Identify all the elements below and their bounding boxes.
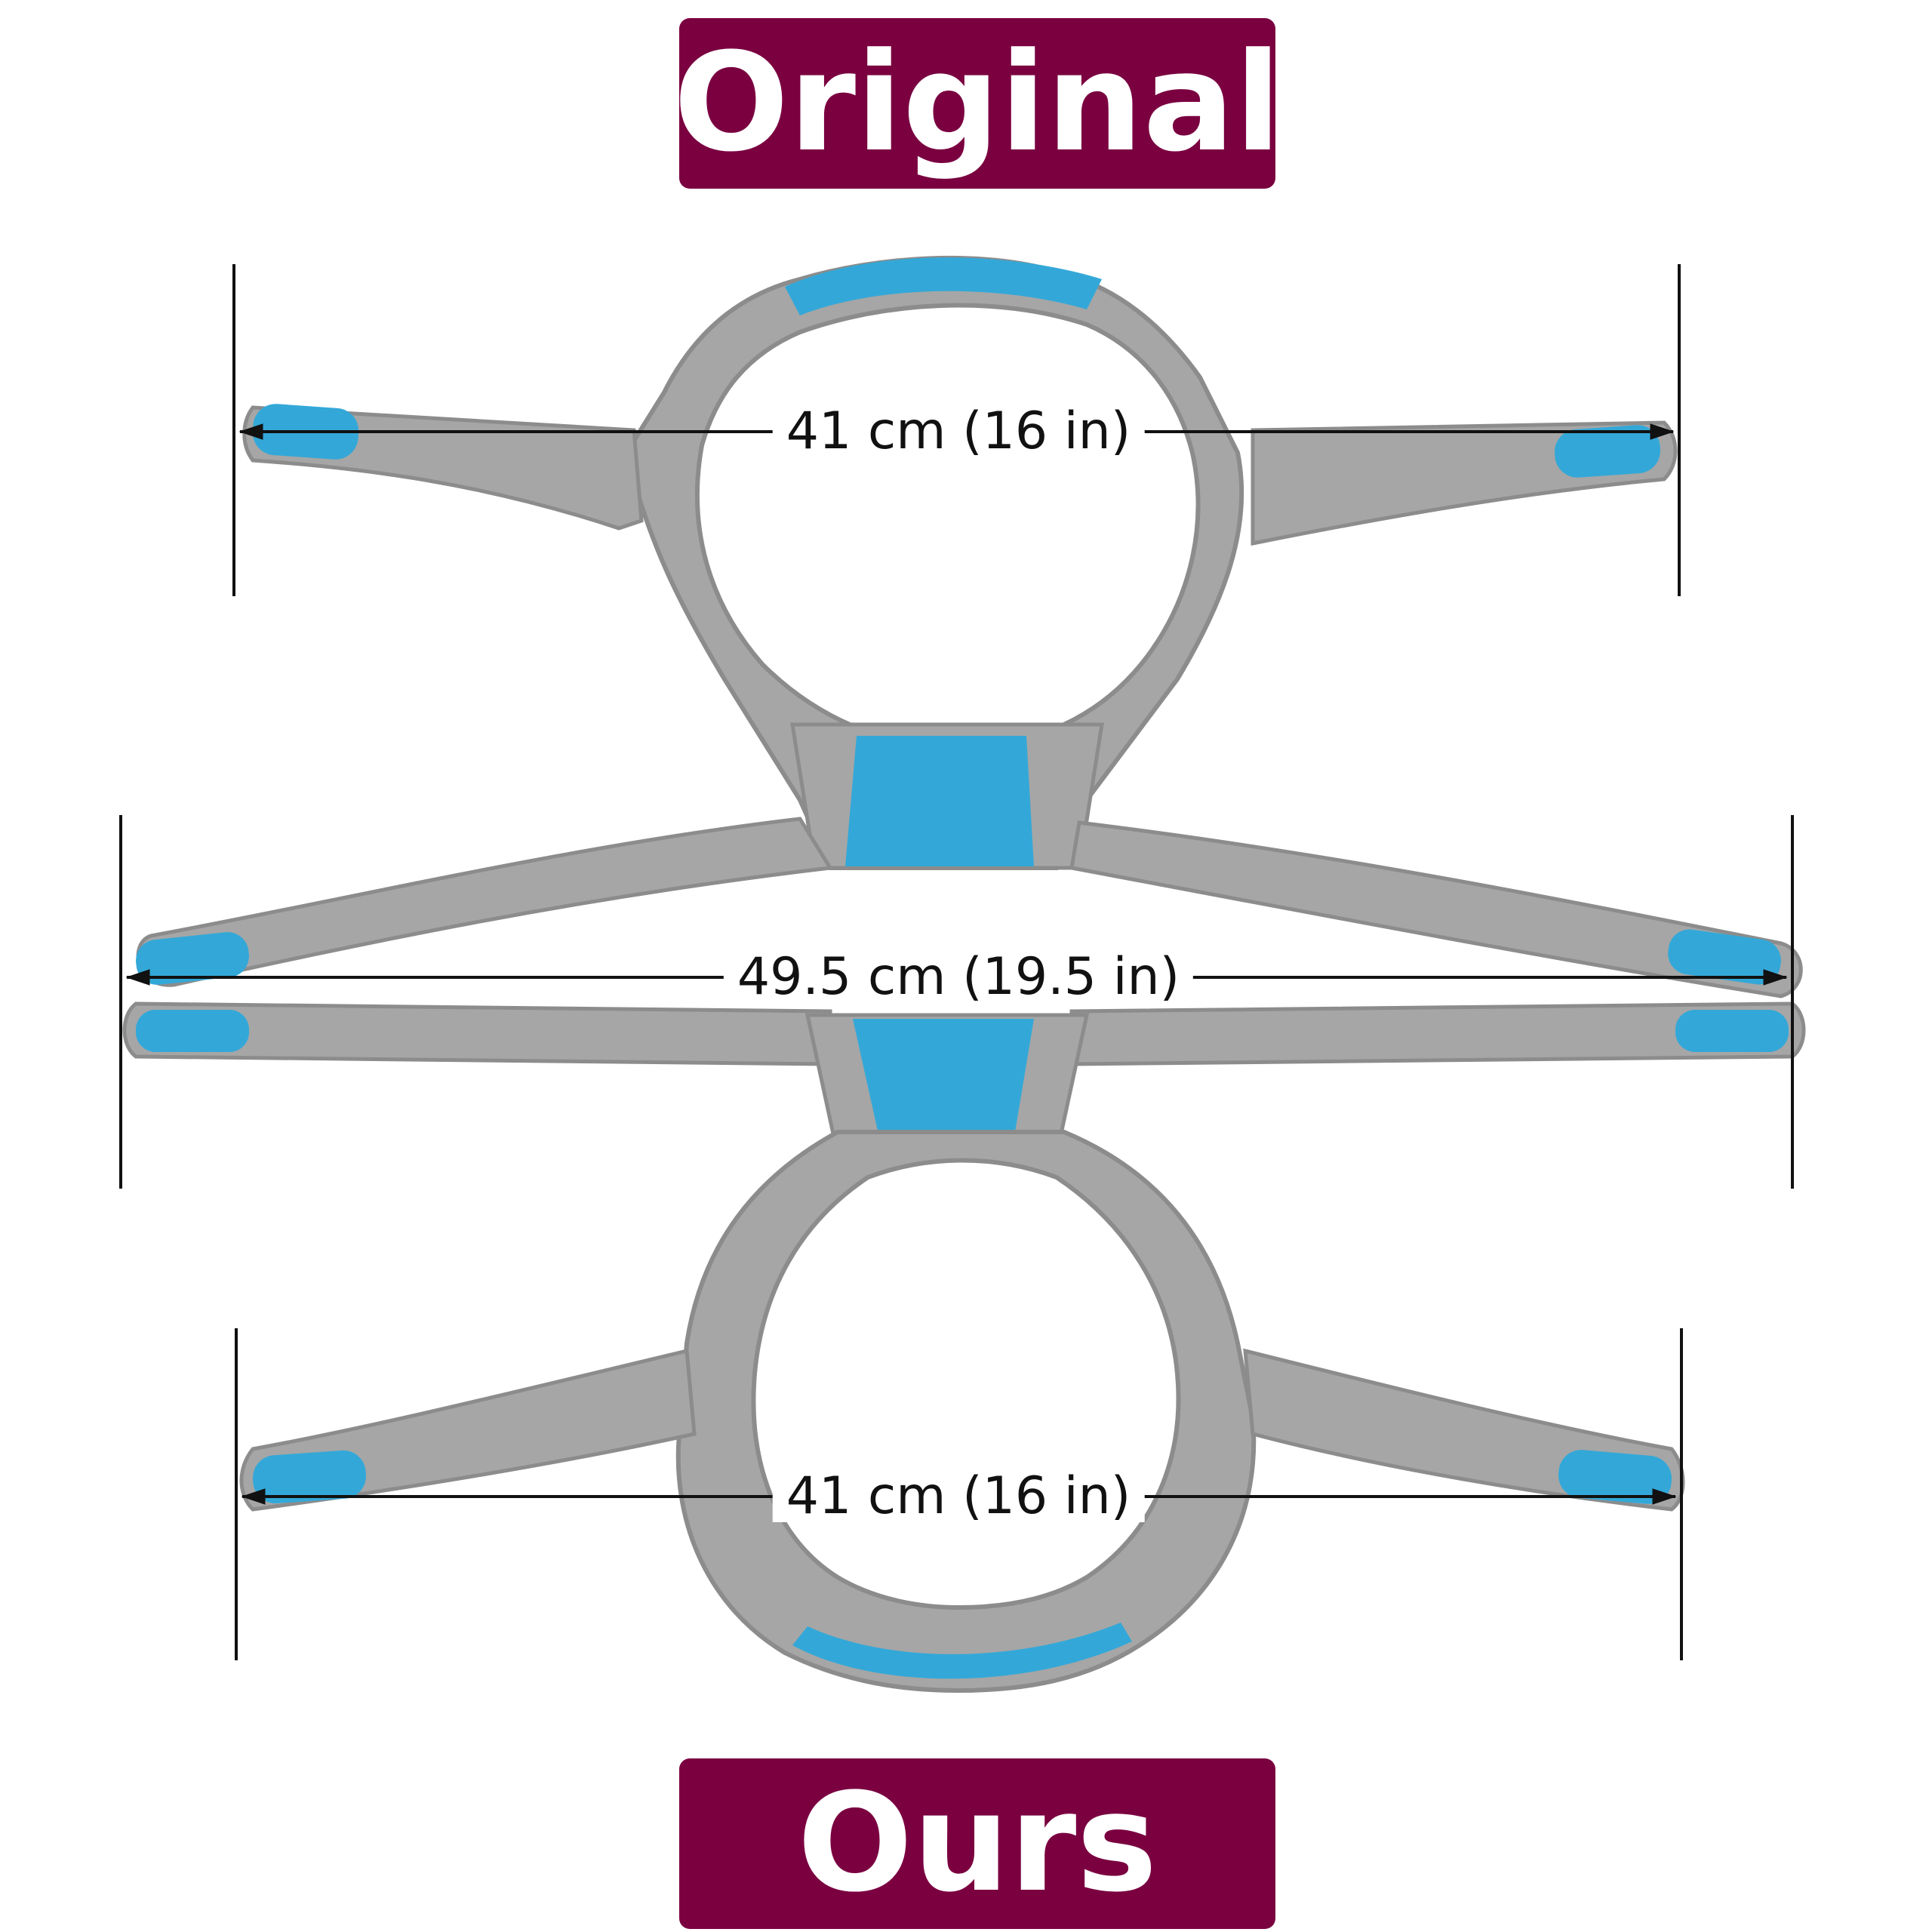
ours-label-text: Ours — [797, 1764, 1158, 1922]
original-crown-blue-strip — [785, 257, 1102, 315]
ours-lower-right-tab — [1558, 1450, 1672, 1504]
dimension-lines — [119, 264, 1794, 1660]
bottom-width-measurement: 41 cm (16 in) — [772, 1471, 1145, 1522]
original-upper-right-tab — [1554, 425, 1661, 478]
original-label-badge: Original — [673, 18, 1281, 189]
ours-label-badge: Ours — [679, 1758, 1275, 1929]
ours-center-blue-panel — [853, 1019, 1034, 1155]
original-headgear — [136, 255, 1803, 998]
ours-crown-loop — [675, 1130, 1257, 1694]
original-lower-right-strap — [1069, 820, 1803, 998]
original-lower-right-tab — [1668, 929, 1781, 985]
ours-upper-left-tab — [136, 1010, 249, 1052]
original-label-text: Original — [673, 24, 1281, 182]
original-lower-left-tab — [136, 932, 249, 985]
middle-width-measurement: 49.5 cm (19.5 in) — [723, 952, 1194, 1003]
ours-lower-left-tab — [252, 1450, 367, 1504]
original-back-blue-panel — [845, 736, 1034, 866]
top-width-measurement: 41 cm (16 in) — [772, 406, 1145, 457]
ours-headgear — [122, 1001, 1806, 1694]
ours-upper-left-strap — [122, 1001, 832, 1066]
ours-upper-right-tab — [1675, 1010, 1789, 1052]
ours-crown-blue-strip — [792, 1623, 1132, 1679]
